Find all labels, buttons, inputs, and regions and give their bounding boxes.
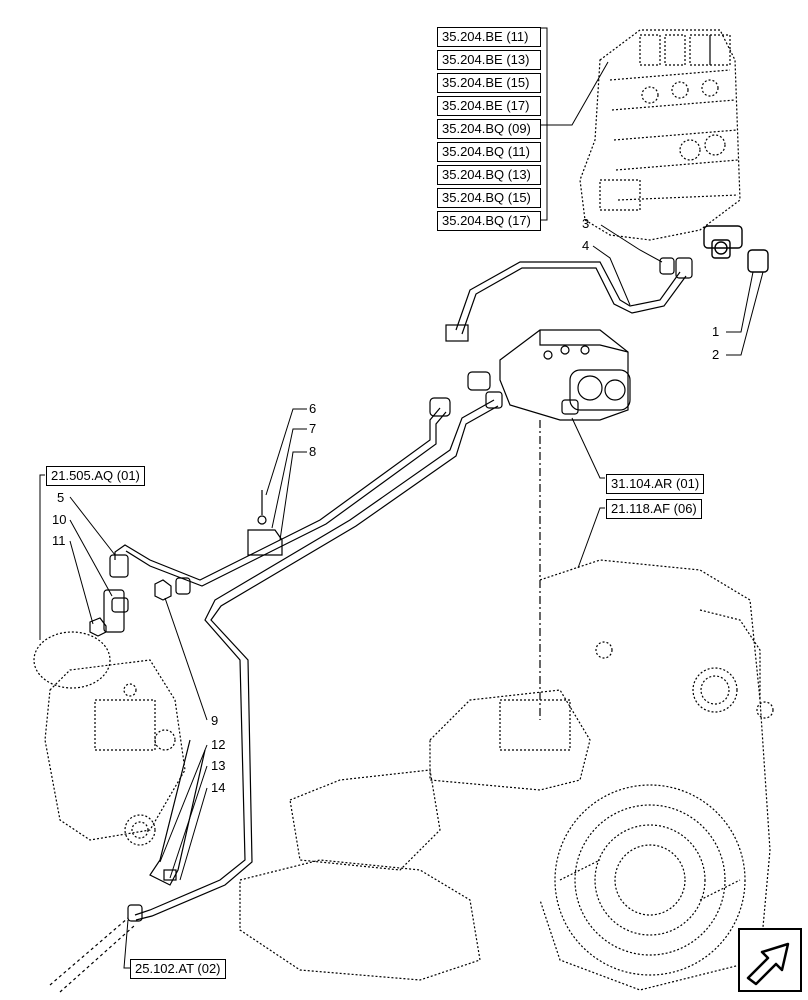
callout-2[interactable]: 2 [712, 347, 720, 362]
leader-lines [39, 27, 764, 969]
fitting-3-drawing [659, 257, 675, 275]
long-pipe-drawing [109, 391, 503, 922]
reference-box[interactable]: 35.204.BQ (11) [437, 142, 541, 162]
clamp-drawing [247, 490, 283, 556]
callout-1[interactable]: 1 [712, 324, 720, 339]
reference-box[interactable]: 35.204.BE (11) [437, 27, 541, 47]
reference-box[interactable]: 35.204.BE (13) [437, 50, 541, 70]
valve-block-drawing [467, 329, 631, 421]
valve-stack-drawing [579, 29, 741, 241]
callout-11[interactable]: 11 [52, 533, 66, 548]
callout-7[interactable]: 7 [309, 421, 317, 436]
callout-9[interactable]: 9 [211, 713, 219, 728]
pump-drawing [33, 631, 186, 846]
callout-4[interactable]: 4 [582, 238, 590, 253]
reference-box[interactable]: 35.204.BE (17) [437, 96, 541, 116]
fitting-9-drawing [154, 579, 172, 601]
pipe-4-drawing [445, 257, 693, 342]
reference-box[interactable]: 35.204.BQ (15) [437, 188, 541, 208]
callout-6[interactable]: 6 [309, 401, 317, 416]
reference-box[interactable]: 35.204.BE (15) [437, 73, 541, 93]
valve-group-reference-list: 35.204.BE (11) 35.204.BE (13) 35.204.BE … [437, 27, 541, 234]
tee-10-drawing [89, 589, 129, 637]
tube-end-reference-box[interactable]: 25.102.AT (02) [130, 959, 226, 979]
callout-13[interactable]: 13 [211, 758, 226, 773]
bracket-12-drawing [149, 739, 206, 886]
callout-10[interactable]: 10 [52, 512, 67, 527]
callout-3[interactable]: 3 [582, 216, 590, 231]
reference-box[interactable]: 35.204.BQ (17) [437, 211, 541, 231]
tee-fitting-drawing [703, 225, 769, 273]
callout-8[interactable]: 8 [309, 444, 317, 459]
transmission-reference-box[interactable]: 21.118.AF (06) [606, 499, 702, 519]
next-page-arrow-icon[interactable] [738, 928, 802, 992]
callout-12[interactable]: 12 [211, 737, 226, 752]
reference-box[interactable]: 35.204.BQ (09) [437, 119, 541, 139]
hose-end-drawing [49, 917, 135, 993]
valve-block-reference-box[interactable]: 31.104.AR (01) [606, 474, 705, 494]
callout-14[interactable]: 14 [211, 780, 226, 795]
reference-box[interactable]: 35.204.BQ (13) [437, 165, 541, 185]
pump-reference-box[interactable]: 21.505.AQ (01) [46, 466, 145, 486]
callout-5[interactable]: 5 [57, 490, 65, 505]
transmission-drawing [239, 559, 774, 991]
